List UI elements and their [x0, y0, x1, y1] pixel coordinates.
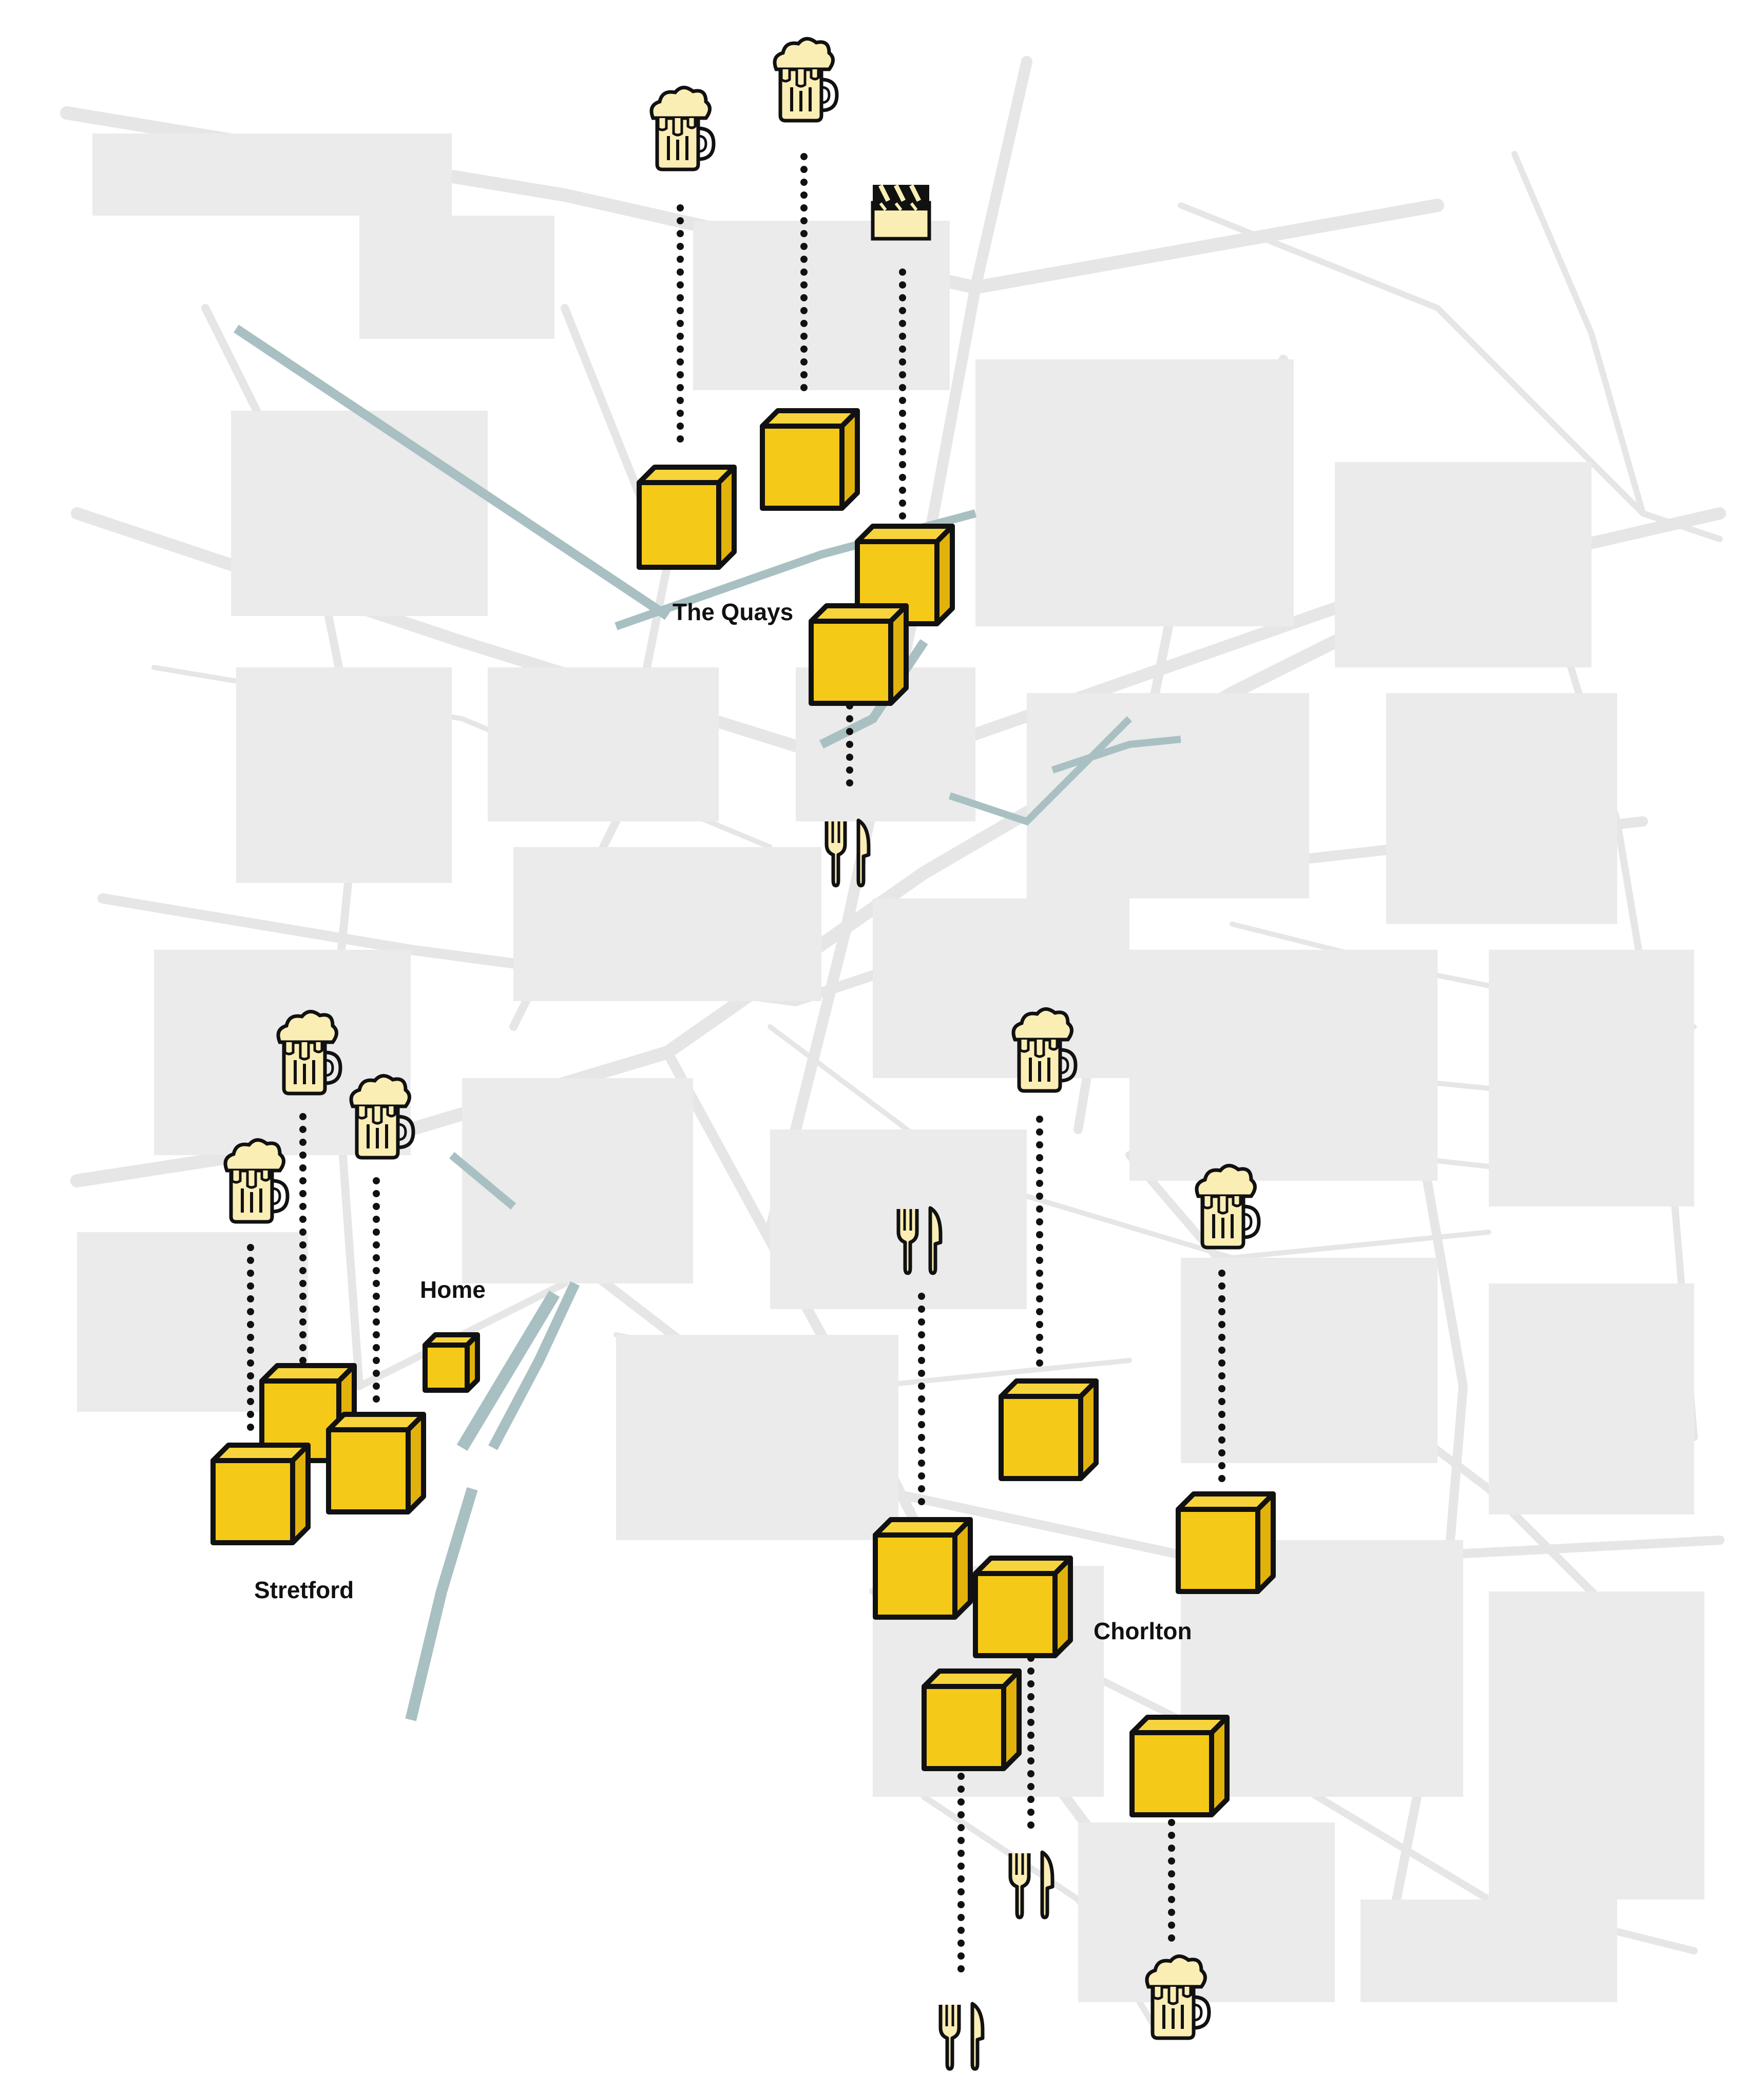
venue-chorlton-pub-2[interactable] [1197, 1165, 1259, 1487]
cutlery-icon [827, 820, 869, 886]
cube-chorlton-1[interactable] [999, 1378, 1099, 1481]
beer-icon [775, 39, 837, 121]
venue-chorlton-restaurant-3[interactable] [941, 1721, 983, 2069]
cube-stretford-2[interactable] [210, 1443, 311, 1545]
cube-front-face [1176, 1507, 1260, 1594]
cube-front-face [210, 1458, 295, 1545]
cube-chorlton-6[interactable] [1129, 1715, 1230, 1817]
cube-front-face [873, 1532, 957, 1620]
cube-front-face [1129, 1730, 1214, 1817]
cinema-clapperboard-icon [873, 185, 929, 239]
cube-stretford-1[interactable] [259, 1363, 357, 1463]
venue-quays-restaurant[interactable] [827, 664, 869, 886]
cube-front-face [326, 1427, 411, 1514]
venue-chorlton-pub-1[interactable] [1013, 1009, 1076, 1374]
venue-quays-cinema[interactable] [873, 185, 929, 530]
cube-front-face [423, 1342, 470, 1393]
cutlery-icon [941, 2004, 983, 2069]
venue-quays-pub-2[interactable] [775, 39, 837, 404]
venue-markers [225, 39, 1259, 2069]
beer-icon [351, 1076, 413, 1158]
cube-front-face [809, 619, 893, 706]
venue-chorlton-restaurant-1[interactable] [898, 1208, 941, 1518]
label-the-quays: The Quays [673, 599, 793, 625]
label-home: Home [420, 1276, 486, 1303]
beer-icon [278, 1011, 340, 1094]
beer-icon [1197, 1165, 1259, 1248]
cube-quays-2[interactable] [760, 408, 860, 511]
label-chorlton: Chorlton [1094, 1618, 1192, 1644]
canals [234, 324, 1181, 1721]
venue-cubes [210, 408, 1276, 1817]
cube-front-face [637, 480, 721, 570]
cube-stretford-3[interactable] [326, 1412, 426, 1514]
cube-home[interactable] [423, 1332, 480, 1393]
cube-chorlton-3[interactable] [873, 1517, 973, 1620]
building-blocks [77, 133, 1704, 2002]
beer-icon [225, 1140, 287, 1222]
beer-icon [1147, 1956, 1209, 2038]
cube-quays-4[interactable] [809, 603, 909, 706]
cube-front-face [760, 424, 845, 511]
cube-chorlton-4[interactable] [973, 1556, 1073, 1658]
cube-chorlton-5[interactable] [922, 1668, 1022, 1771]
venue-stretford-pub-3[interactable] [351, 1076, 413, 1415]
beer-icon [651, 87, 714, 169]
cube-front-face [999, 1394, 1083, 1481]
cube-quays-1[interactable] [637, 465, 737, 570]
cube-front-face [973, 1571, 1058, 1658]
venue-quays-pub-1[interactable] [651, 87, 714, 448]
cube-chorlton-2[interactable] [1176, 1491, 1276, 1594]
cube-front-face [922, 1684, 1006, 1771]
beer-icon [1013, 1009, 1076, 1091]
label-stretford: Stretford [254, 1577, 354, 1603]
cutlery-icon [1010, 1852, 1052, 1917]
venue-stretford-pub-2[interactable] [278, 1011, 340, 1374]
